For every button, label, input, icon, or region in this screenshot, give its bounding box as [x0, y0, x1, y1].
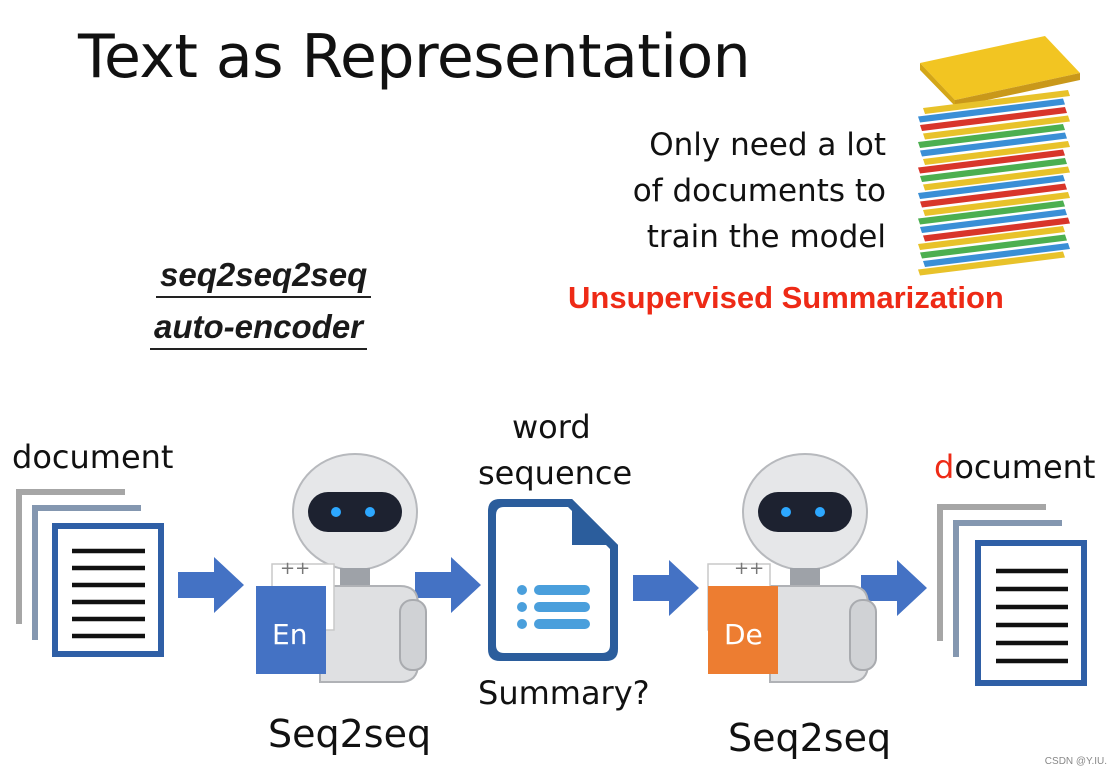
- sequence-label: sequence: [478, 454, 633, 492]
- paper-layer: [920, 132, 1067, 157]
- paper-layer: [923, 166, 1070, 191]
- paper-layer: [923, 115, 1070, 140]
- arrow-right-icon: [861, 560, 927, 616]
- paper-layer: [918, 175, 1065, 199]
- unsupervised-summarization-label: Unsupervised Summarization: [568, 280, 1004, 315]
- encoder-model-label: Seq2seq: [268, 712, 432, 756]
- arrow-right-icon: [178, 557, 244, 613]
- note-line-2: of documents to: [632, 173, 886, 209]
- paper-layer: [923, 217, 1070, 242]
- input-document-icon: [16, 489, 164, 657]
- paper-layer: [920, 107, 1067, 131]
- paper-layer: [920, 234, 1067, 259]
- paper-stack-icon: [918, 36, 1080, 276]
- note-line-3: train the model: [646, 219, 886, 255]
- paper-layer: [923, 141, 1070, 165]
- paper-layer: [918, 200, 1065, 225]
- decoder-box: De: [708, 586, 778, 674]
- paper-stack-layers: [918, 90, 1070, 276]
- paper-layer: [918, 149, 1065, 174]
- summary-document-icon: [488, 499, 618, 661]
- paper-layer: [923, 243, 1070, 267]
- decoder-model-label: Seq2seq: [728, 716, 892, 760]
- paper-layer: [920, 183, 1067, 208]
- output-document-label-rest: ocument: [954, 448, 1096, 486]
- output-document-icon: [937, 504, 1087, 686]
- input-document-label: document: [12, 438, 174, 476]
- note-line-1: Only need a lot: [649, 127, 886, 163]
- decoder-box-label: De: [724, 618, 763, 651]
- paper-layer: [923, 90, 1070, 114]
- method-line-seq2seq2seq: seq2seq2seq: [156, 256, 372, 298]
- method-line-auto-encoder: auto-encoder: [150, 308, 368, 350]
- paper-layer: [920, 209, 1067, 233]
- slide-title: Text as Representation: [78, 22, 751, 92]
- encoder-robot-icon: ++: [271, 453, 427, 683]
- arrow-right-icon: [415, 557, 481, 613]
- paper-layer: [918, 226, 1065, 250]
- encoder-box-label: En: [272, 618, 308, 651]
- summary-question-label: Summary?: [478, 674, 650, 712]
- output-document-label-first-letter: d: [934, 448, 955, 486]
- paper-layer: [923, 192, 1070, 216]
- arrow-right-icon: [633, 560, 699, 616]
- svg-text:++: ++: [280, 558, 310, 579]
- watermark: CSDN @Y.IU.: [1044, 756, 1107, 767]
- svg-text:++: ++: [734, 558, 764, 579]
- output-document-label: document: [934, 448, 1095, 486]
- encoder-box: En: [256, 586, 326, 674]
- training-note: Only need a lot of documents to train th…: [560, 122, 886, 260]
- word-label: word: [512, 408, 591, 446]
- paper-layer: [918, 98, 1065, 123]
- paper-layer: [920, 158, 1067, 182]
- paper-layer: [918, 124, 1065, 148]
- paper-layer: [918, 251, 1065, 276]
